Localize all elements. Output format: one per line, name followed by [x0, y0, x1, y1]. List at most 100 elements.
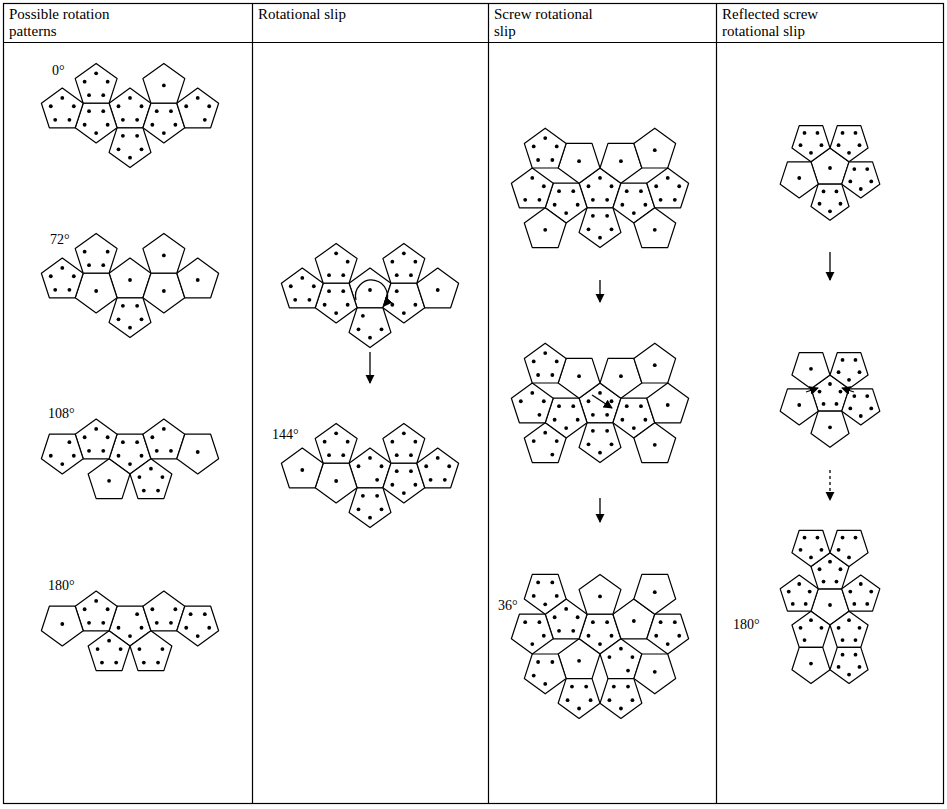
pentagon-tile	[130, 631, 172, 671]
atom-dot	[835, 580, 839, 584]
atom-dot	[196, 278, 200, 282]
atom-dot	[530, 391, 534, 395]
atom-dot	[610, 399, 614, 403]
atom-dot	[543, 136, 547, 140]
atom-dot	[334, 479, 338, 483]
atom-dot	[83, 250, 87, 254]
angle-label: 180°	[46, 578, 77, 593]
atom-dot	[135, 440, 139, 444]
atom-dot	[173, 123, 177, 127]
atom-dot	[357, 507, 361, 511]
atom-dot	[841, 131, 845, 135]
atom-dot	[357, 327, 361, 331]
pentagon-cluster	[780, 530, 880, 683]
pentagon-tile	[75, 63, 117, 103]
angle-label: 180°	[731, 617, 762, 632]
atom-dot	[639, 189, 643, 193]
atom-dot	[101, 109, 105, 113]
step-arrows	[355, 252, 854, 522]
atom-dot	[576, 418, 580, 422]
pentagon-cluster	[41, 419, 218, 499]
pentagon-tile	[558, 679, 600, 719]
atom-dot	[571, 404, 575, 408]
atom-dot	[673, 198, 677, 202]
atom-dot	[854, 653, 858, 657]
atom-dot	[368, 336, 372, 340]
atom-dot	[626, 685, 630, 689]
atom-dot	[854, 536, 858, 540]
atom-dot	[189, 612, 193, 616]
atom-dot	[341, 289, 345, 293]
atom-dot	[608, 655, 612, 659]
atom-dot	[837, 665, 841, 669]
atom-dot	[564, 211, 568, 215]
pentagon-tile	[349, 308, 391, 348]
atom-dot	[852, 602, 856, 606]
atom-dot	[162, 427, 166, 431]
atom-dot	[128, 156, 132, 160]
atom-dot	[106, 435, 110, 439]
pentagon-tile	[315, 423, 357, 463]
atom-dot	[542, 634, 546, 638]
atom-dot	[390, 483, 394, 487]
angle-label: 144°	[270, 427, 301, 442]
atom-dot	[184, 104, 188, 108]
atom-dot	[532, 594, 536, 598]
atom-dot	[87, 109, 91, 113]
atom-dot	[424, 464, 428, 468]
atom-dot	[312, 284, 316, 288]
atom-dot	[555, 594, 559, 598]
atom-dot	[128, 462, 132, 466]
atom-dot	[654, 184, 658, 188]
atom-dot	[803, 536, 807, 540]
pentagon-tile	[41, 606, 83, 646]
atom-dot	[803, 638, 807, 642]
atom-dot	[121, 304, 125, 308]
angle-label: 0°	[50, 63, 67, 78]
atom-dot	[106, 123, 110, 127]
pentagon-tile	[780, 389, 818, 425]
atom-dot	[557, 404, 561, 408]
atom-dot	[140, 317, 144, 321]
atom-dot	[841, 638, 845, 642]
column-heading: Screw rotational slip	[494, 6, 616, 41]
atom-dot	[87, 449, 91, 453]
angle-label: 108°	[46, 406, 77, 421]
pentagon-tile	[88, 631, 130, 671]
pentagon-tile	[41, 434, 83, 474]
pentagon-tile	[792, 353, 830, 389]
atom-dot	[361, 314, 365, 318]
atom-dot	[357, 464, 361, 468]
atom-dot	[820, 626, 824, 630]
atom-dot	[869, 406, 873, 410]
atom-dot	[828, 209, 832, 213]
atom-dot	[625, 189, 629, 193]
atom-dot	[83, 607, 87, 611]
atom-dot	[380, 327, 384, 331]
atom-dot	[570, 685, 574, 689]
atom-dot	[598, 595, 602, 599]
atom-dot	[107, 639, 111, 643]
atom-dot	[610, 184, 614, 188]
atom-dot	[402, 431, 406, 435]
atom-dot	[620, 418, 624, 422]
atom-dot	[799, 626, 803, 630]
atom-dot	[797, 403, 801, 407]
atom-dot	[334, 311, 338, 315]
atom-dot	[53, 118, 57, 122]
pentagon-tile	[511, 168, 553, 208]
atom-dot	[677, 184, 681, 188]
atom-dot	[852, 167, 856, 171]
step-arrow	[829, 470, 830, 500]
atom-dot	[346, 260, 350, 264]
atom-dot	[865, 602, 869, 606]
pentagon-tile	[792, 611, 830, 647]
pentagon-cluster	[41, 591, 218, 671]
pentagon-tile	[830, 353, 868, 389]
atom-dot	[346, 440, 350, 444]
atom-dot	[598, 451, 602, 455]
atom-dot	[409, 469, 413, 473]
atom-dot	[576, 615, 580, 619]
atom-dot	[114, 661, 118, 665]
pentagon-tile	[88, 459, 130, 499]
